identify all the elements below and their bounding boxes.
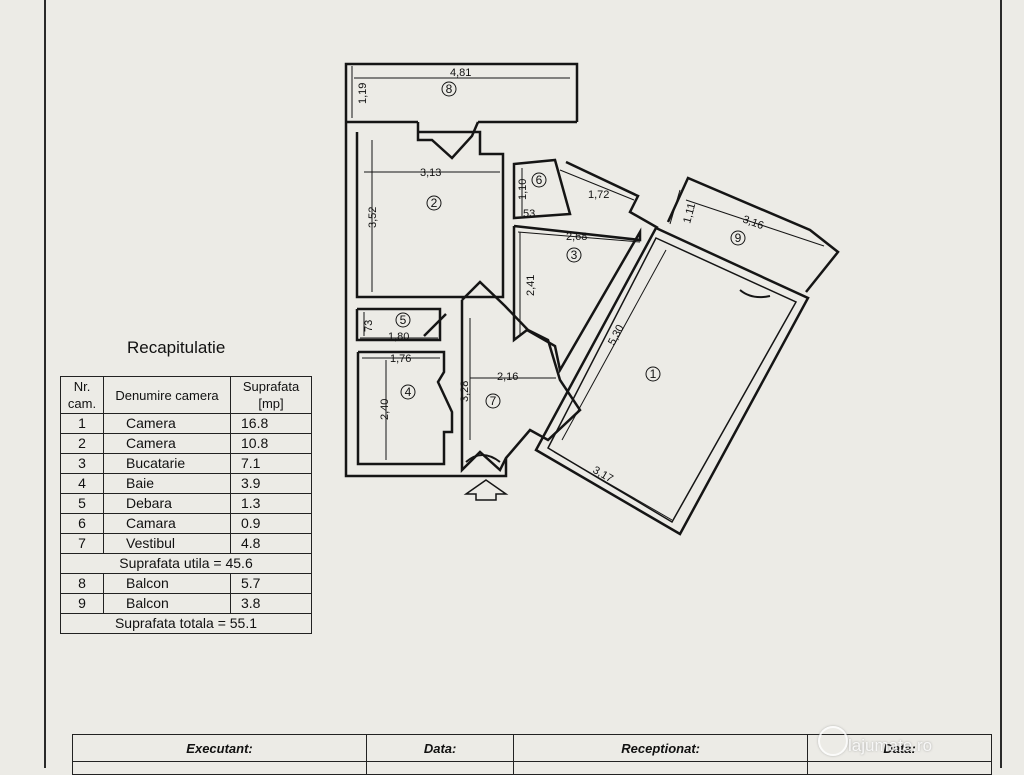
dim-1-19: 1,19	[357, 83, 369, 104]
dim-1-80: 1,80	[388, 331, 409, 343]
dim-3-17: 3,17	[591, 464, 616, 485]
table-row: 2 Camera 10.8	[60, 433, 312, 454]
cell-area: 5.7	[230, 573, 312, 594]
room-7-walls	[460, 280, 582, 474]
cell-area: 7.1	[230, 453, 312, 474]
dim-3-28: 3,28	[459, 381, 471, 402]
cell-area: 4.8	[230, 533, 312, 554]
sheet-border-right	[1000, 0, 1002, 768]
footer-receptionat: Receptionat:	[513, 734, 809, 762]
usable-total-row: Suprafata utila = 45.6	[60, 553, 312, 574]
cell-name: Balcon	[103, 593, 231, 614]
footer-blank-cell	[513, 761, 809, 775]
recap-table: Nr. cam. Denumire camera Suprafata [mp] …	[60, 376, 312, 634]
cell-name: Balcon	[103, 573, 231, 594]
footer-blank-row	[71, 761, 992, 775]
room-label-9: 9	[735, 231, 742, 245]
dim-4-81: 4,81	[450, 67, 471, 79]
table-row: 4 Baie 3.9	[60, 473, 312, 494]
table-row: 6 Camara 0.9	[60, 513, 312, 534]
footer-blank-cell	[807, 761, 992, 775]
cell-name: Vestibul	[103, 533, 231, 554]
cell-area: 1.3	[230, 493, 312, 514]
header-area: Suprafata [mp]	[230, 376, 312, 414]
cell-area: 16.8	[230, 413, 312, 434]
cell-nr: 5	[60, 493, 104, 514]
cell-name: Camara	[103, 513, 231, 534]
cell-nr: 4	[60, 473, 104, 494]
table-row: 1 Camera 16.8	[60, 413, 312, 434]
usable-total: Suprafata utila = 45.6	[60, 553, 312, 574]
cell-area: 0.9	[230, 513, 312, 534]
header-nr: Nr. cam.	[60, 376, 104, 414]
table-row: 7 Vestibul 4.8	[60, 533, 312, 554]
entrance-arrow	[463, 479, 509, 501]
room-2-walls	[355, 130, 505, 299]
cell-nr: 7	[60, 533, 104, 554]
recap-title: Recapitulatie	[127, 338, 226, 357]
cell-area: 3.8	[230, 593, 312, 614]
dim-1-11: 1,11	[681, 202, 698, 225]
room-label-6: 6	[536, 173, 543, 187]
dim-2-40: 2,40	[379, 399, 391, 420]
dim-3-13: 3,13	[420, 167, 441, 179]
dim-3-16: 3,16	[741, 214, 765, 233]
sheet-border-left	[44, 0, 46, 768]
room-1-walls	[534, 226, 810, 536]
grand-total: Suprafata totala = 55.1	[60, 613, 312, 634]
dim-1-76: 1,76	[390, 353, 411, 365]
cell-area: 3.9	[230, 473, 312, 494]
cell-name: Camera	[103, 433, 231, 454]
header-name: Denumire camera	[103, 376, 231, 414]
room-label-1: 1	[650, 367, 657, 381]
room-label-4: 4	[405, 385, 412, 399]
cell-name: Debara	[103, 493, 231, 514]
room-3-walls	[512, 224, 642, 374]
cell-name: Bucatarie	[103, 453, 231, 474]
footer-data-1: Data:	[366, 734, 515, 762]
dim-1-10: 1,10	[517, 179, 529, 200]
footer-blank-cell	[71, 761, 368, 775]
room-4-walls	[356, 350, 454, 466]
room-6-walls	[512, 158, 572, 220]
room-label-8: 8	[446, 82, 453, 96]
cell-nr: 3	[60, 453, 104, 474]
table-row: 5 Debara 1.3	[60, 493, 312, 514]
dim-2-16: 2,16	[497, 371, 518, 383]
balcony-9-outline	[666, 176, 840, 293]
cell-nr: 1	[60, 413, 104, 434]
dim-2-68: 2,68	[566, 231, 587, 243]
table-row: 9 Balcon 3.8	[60, 593, 312, 614]
cell-nr: 8	[60, 573, 104, 594]
footer-executant: Executant:	[71, 734, 368, 762]
cell-nr: 6	[60, 513, 104, 534]
apartment-outer-wall	[344, 122, 508, 478]
room-label-2: 2	[431, 196, 438, 210]
table-row: 3 Bucatarie 7.1	[60, 453, 312, 474]
room-label-7: 7	[490, 394, 497, 408]
room-label-3: 3	[571, 248, 578, 262]
dim-2-41: 2,41	[525, 275, 537, 296]
dim-1-72: 1,72	[588, 189, 609, 201]
room-5-walls	[355, 307, 442, 342]
cell-name: Camera	[103, 413, 231, 434]
cell-area: 10.8	[230, 433, 312, 454]
cell-nr: 2	[60, 433, 104, 454]
cell-nr: 9	[60, 593, 104, 614]
watermark-text: lajumate.ro	[848, 736, 933, 755]
grand-total-row: Suprafata totala = 55.1	[60, 613, 312, 634]
recap-header-row: Nr. cam. Denumire camera Suprafata [mp]	[60, 376, 312, 414]
footer-blank-cell	[366, 761, 515, 775]
balcony-8-outline	[344, 62, 579, 122]
footer-row: Executant: Data: Receptionat: Data:	[71, 734, 992, 762]
dim-73: 73	[363, 320, 375, 332]
dim-3-52: 3,52	[367, 207, 379, 228]
room-label-5: 5	[400, 313, 407, 327]
dim-53: 53	[523, 208, 535, 220]
table-row: 8 Balcon 5.7	[60, 573, 312, 594]
cell-name: Baie	[103, 473, 231, 494]
watermark-logo-icon	[818, 726, 848, 756]
